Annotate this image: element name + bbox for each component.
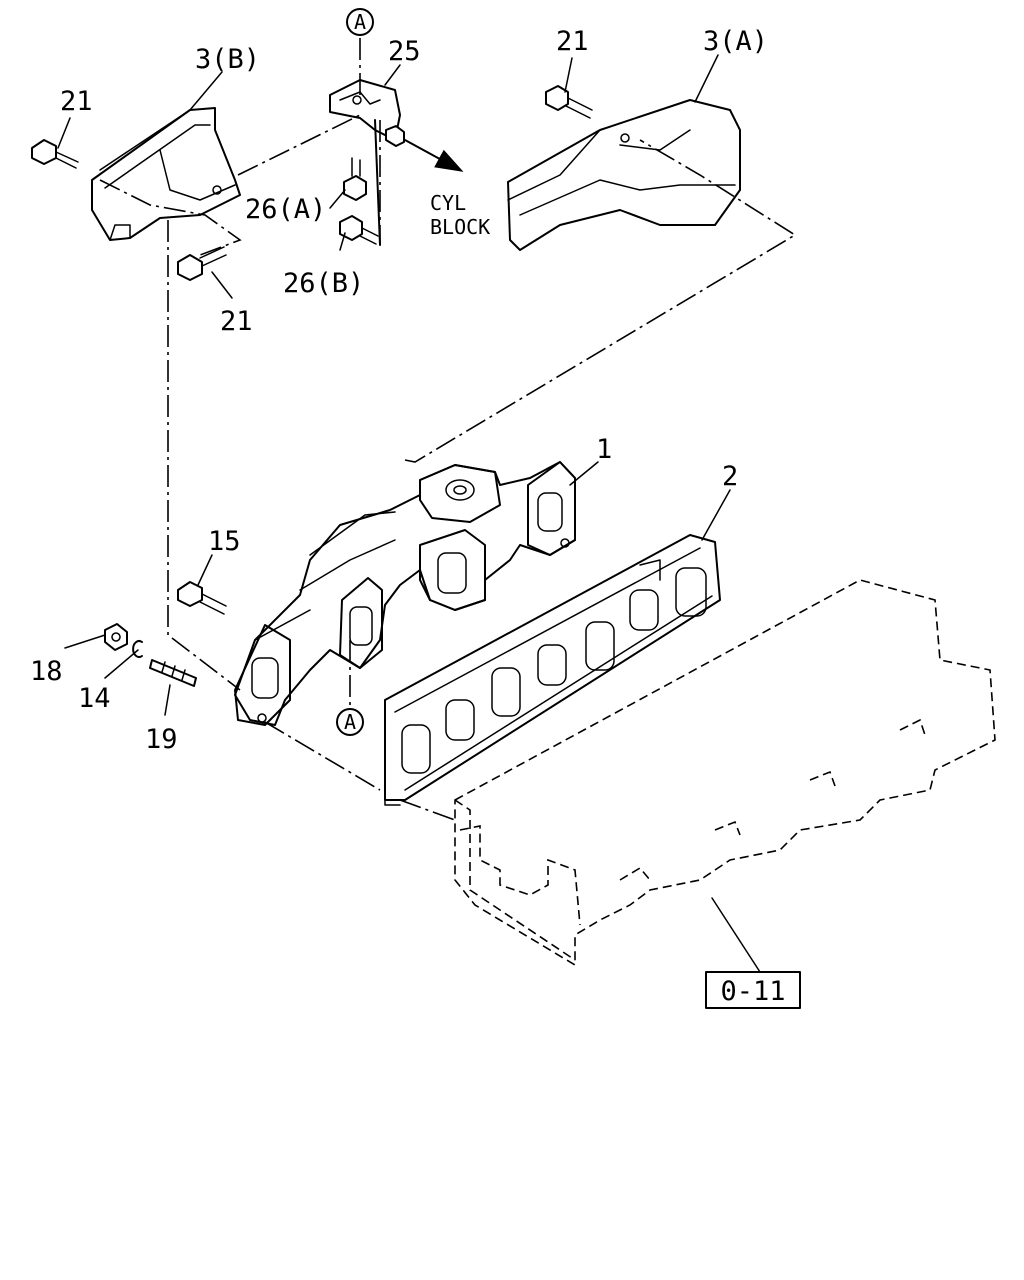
part-label-15: 15 <box>208 526 241 557</box>
part-label-18: 18 <box>30 656 63 687</box>
bolt-icon <box>31 139 79 169</box>
stud-icon <box>149 659 197 687</box>
washer-icon <box>132 640 143 658</box>
leader-lines <box>57 54 761 973</box>
cyl-block-line2: BLOCK <box>430 215 490 239</box>
part-label-3b: 3(B) <box>195 44 260 75</box>
svg-text:A: A <box>344 710 356 734</box>
cyl-block-line1: CYL <box>430 191 466 215</box>
part-label-25: 25 <box>388 36 421 67</box>
svg-text:A: A <box>354 10 366 34</box>
bolt-icon <box>177 246 227 281</box>
heat-shield-b <box>91 107 241 241</box>
part-label-2: 2 <box>722 461 738 492</box>
assembly-lines <box>99 35 797 821</box>
heat-shield-a <box>507 99 741 251</box>
bolt-icon <box>177 581 227 615</box>
part-label-19: 19 <box>145 724 178 755</box>
part-label-3a: 3(A) <box>703 26 768 57</box>
bracket <box>329 79 401 246</box>
part-label-21-top-right: 21 <box>556 26 589 57</box>
bolt-icon <box>385 125 405 147</box>
reference-box: 0-11 <box>705 971 801 1009</box>
part-label-14: 14 <box>78 683 111 714</box>
bolt-icon <box>339 215 379 245</box>
bolt-icon <box>343 157 367 201</box>
part-label-26a: 26(A) <box>245 194 326 225</box>
nut-icon <box>104 623 128 651</box>
svg-text:0-11: 0-11 <box>720 976 785 1007</box>
part-label-21-lower: 21 <box>220 306 253 337</box>
part-label-21-top-left: 21 <box>60 86 93 117</box>
ref-marker-a-top: A <box>346 8 374 36</box>
cylinder-head <box>454 579 996 967</box>
exhaust-manifold <box>234 461 576 726</box>
part-label-26b: 26(B) <box>283 268 364 299</box>
ref-marker-a-bottom: A <box>336 708 364 736</box>
part-label-1: 1 <box>596 434 612 465</box>
bolt-icon <box>545 85 593 119</box>
gasket <box>384 534 721 806</box>
